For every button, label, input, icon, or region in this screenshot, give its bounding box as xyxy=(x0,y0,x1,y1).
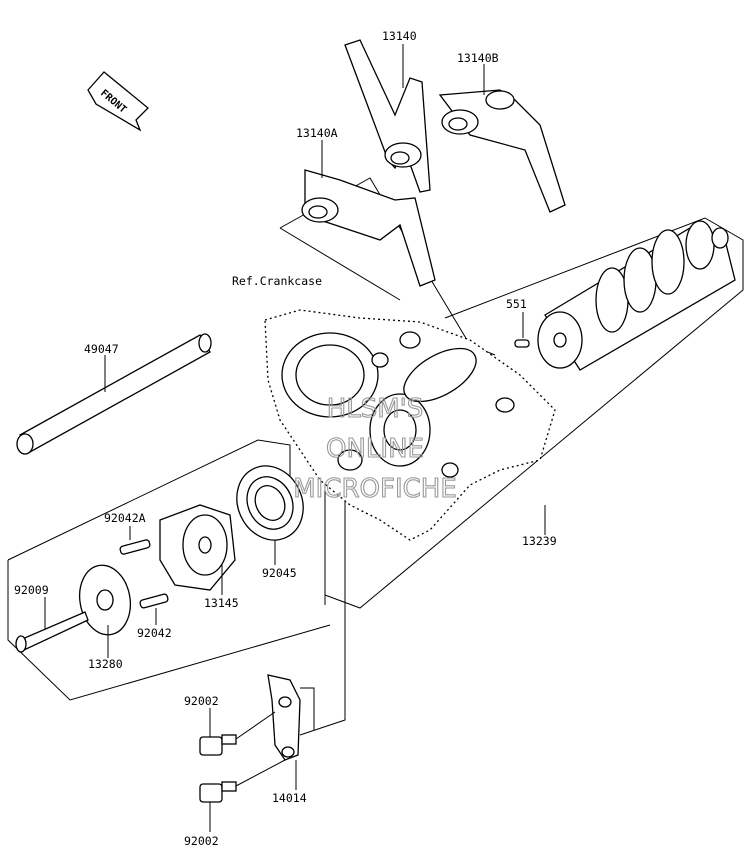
part-label-92045: 92045 xyxy=(262,566,297,580)
front-arrow-marker: FRONT xyxy=(87,71,149,132)
reference-label: Ref.Crankcase xyxy=(232,274,322,288)
bracket-14014 xyxy=(267,674,301,761)
part-labels: 13140 13140B 13140A 551 49047 13239 9204… xyxy=(14,29,557,848)
pin-551 xyxy=(514,339,530,348)
part-label-14014: 14014 xyxy=(272,791,307,805)
part-label-13140B: 13140B xyxy=(457,51,499,65)
shift-cam-13145 xyxy=(159,504,236,591)
part-label-13239: 13239 xyxy=(522,534,557,548)
part-label-13280: 13280 xyxy=(88,657,123,671)
watermark-line-2: ONLINE xyxy=(326,434,424,464)
part-label-92042: 92042 xyxy=(137,626,172,640)
crankcase-reference xyxy=(264,309,556,541)
part-label-92009: 92009 xyxy=(14,583,49,597)
shaft-49047 xyxy=(16,333,212,455)
shift-fork-13140B xyxy=(438,89,566,213)
watermark: HLSM'S ONLINE MICROFICHE xyxy=(293,393,458,504)
pin-92042A xyxy=(119,539,151,555)
bolt-92002-lower xyxy=(199,781,237,803)
watermark-line-3: MICROFICHE xyxy=(293,474,457,504)
part-label-92042A: 92042A xyxy=(104,511,146,525)
part-label-92002-upper: 92002 xyxy=(184,694,219,708)
watermark-line-1: HLSM'S xyxy=(327,394,424,424)
pin-92042 xyxy=(139,593,169,609)
part-label-13145: 13145 xyxy=(204,596,239,610)
plate-13280 xyxy=(78,564,132,636)
shift-drum-13239 xyxy=(537,220,736,371)
part-label-92002-lower: 92002 xyxy=(184,834,219,848)
shift-fork-13140A xyxy=(301,169,436,287)
bolt-92002-upper xyxy=(199,734,237,756)
part-label-13140A: 13140A xyxy=(296,126,338,140)
part-label-49047: 49047 xyxy=(84,342,119,356)
leader-lines xyxy=(44,44,546,832)
shift-fork-13140 xyxy=(344,39,431,193)
bearing-92045 xyxy=(236,465,304,541)
screw-92009 xyxy=(15,611,89,653)
part-label-13140: 13140 xyxy=(382,29,417,43)
part-label-551: 551 xyxy=(506,297,527,311)
